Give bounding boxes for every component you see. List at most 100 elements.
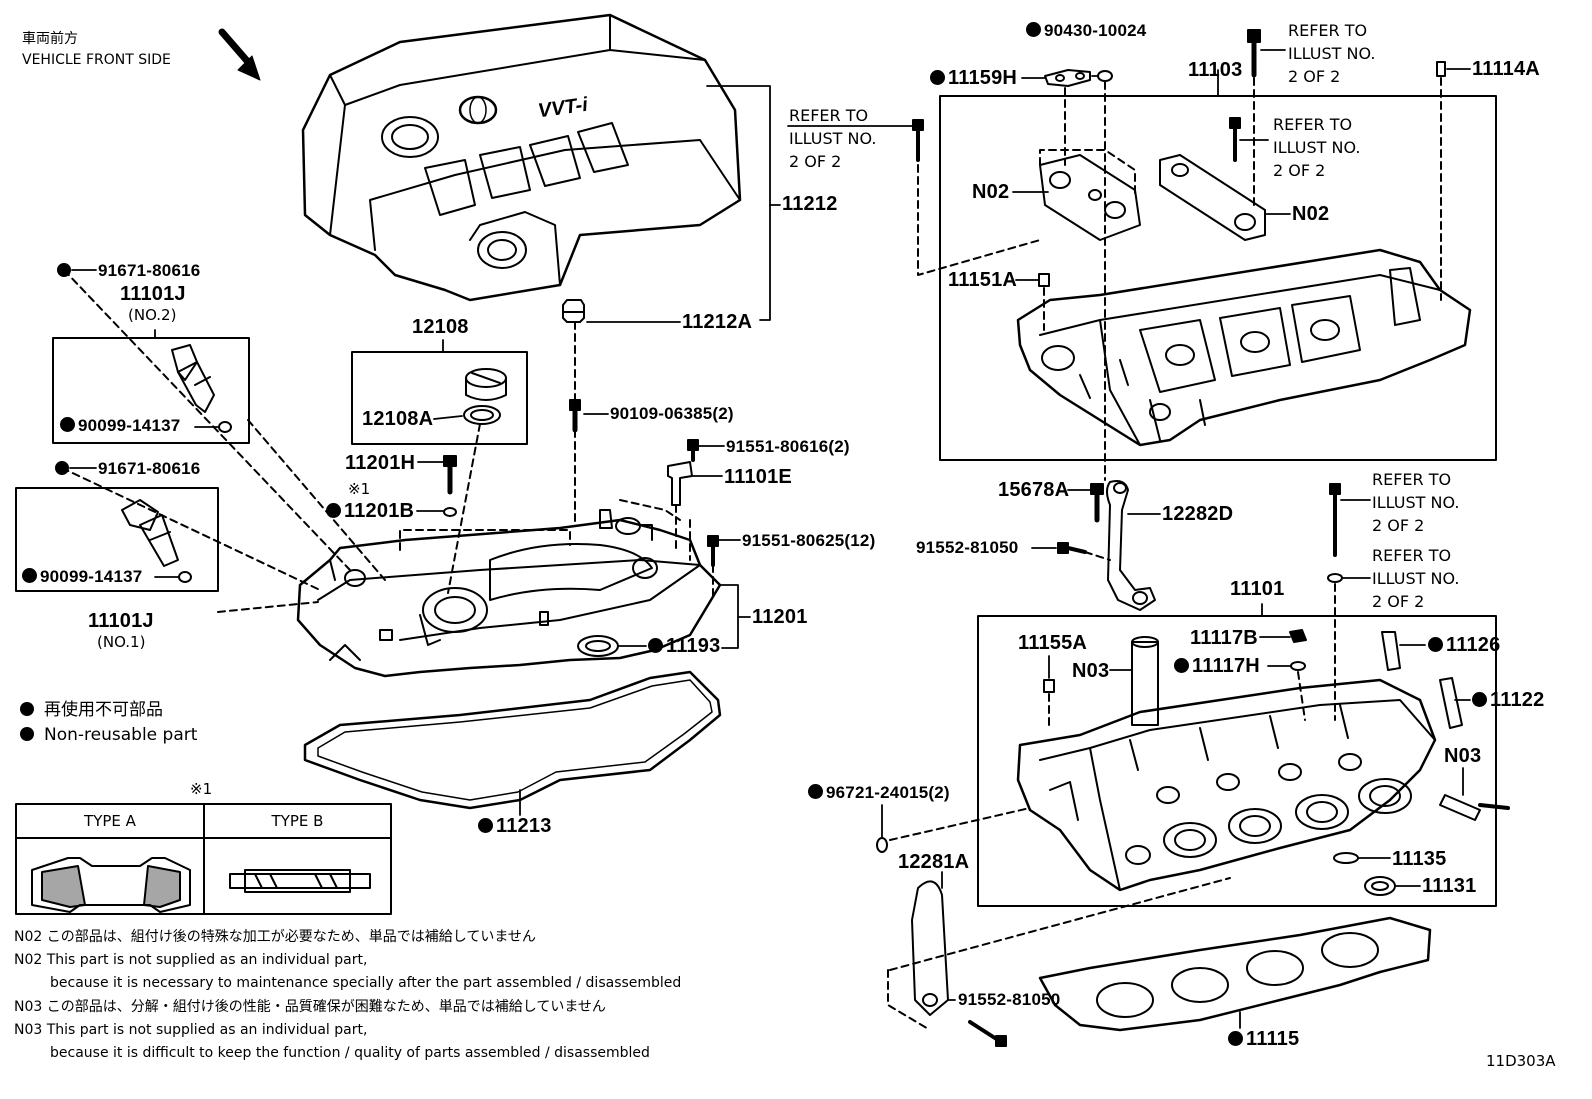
refer-note-3: REFER TO ILLUST NO. 2 OF 2: [1273, 115, 1361, 180]
gasket-11135: [1333, 852, 1359, 864]
label-11212: 11212: [782, 193, 838, 215]
type-a-header: TYPE A: [84, 812, 136, 830]
label-91671-80616-a: 91671-80616: [98, 261, 201, 280]
bolt-91552-b: [968, 1020, 1007, 1047]
bolt-refer-mid: [1229, 117, 1241, 162]
head-gasket-11115: [1038, 916, 1432, 1032]
label-91551-80625: 91551-80625(12): [742, 531, 876, 550]
plug-96721: [876, 837, 888, 853]
label-91551-80616: 91551-80616(2): [726, 437, 850, 456]
bolt-11201h: [443, 455, 457, 495]
front-side-label-en: VEHICLE FRONT SIDE: [22, 52, 171, 68]
label-91671-80616-b: 91671-80616: [98, 459, 201, 478]
label-11193: 11193: [648, 635, 720, 657]
bearing-cap-n02-a: [1039, 154, 1141, 241]
label-12108: 12108: [412, 316, 469, 338]
label-no1: (NO.1): [97, 633, 146, 651]
label-12282d: 12282D: [1162, 503, 1234, 525]
bolt-91551-80625: [707, 535, 719, 567]
bolt-15678a: [1090, 483, 1104, 523]
oil-filler-cap: [463, 368, 507, 425]
label-11114a: 11114A: [1472, 58, 1540, 80]
guide-11122: [1439, 677, 1463, 729]
refer-note-2: REFER TO ILLUST NO. 2 OF 2: [1288, 21, 1376, 86]
pin-11155a: [1043, 679, 1055, 693]
cam-sensor-11101e: [667, 439, 699, 506]
gasket-11117h: [1290, 661, 1306, 671]
label-mark1: ※1: [348, 480, 371, 498]
label-11135: 11135: [1392, 848, 1447, 870]
seal-11201b: [443, 507, 457, 517]
label-90099-14137-a: 90099-14137: [60, 416, 180, 436]
ring-90430: [1097, 70, 1113, 82]
label-11103: 11103: [1188, 59, 1243, 81]
gasket-11213: [303, 670, 722, 810]
box-11101: [977, 615, 1497, 907]
legend-jp: 再使用不可部品: [20, 699, 163, 721]
box-11101j-no2: [52, 337, 250, 444]
washer-refer: [1327, 573, 1343, 583]
label-11115: 11115: [1228, 1028, 1299, 1050]
label-90430-10024: 90430-10024: [1026, 21, 1146, 41]
grommet-11212a: [562, 299, 585, 323]
label-11117h: 11117H: [1174, 655, 1260, 677]
note-n03-jp: N03 この部品は、分解・組付け後の性能・品質確保が困難なため、単品では補給して…: [14, 999, 606, 1015]
cylinder-head-cover: [296, 509, 722, 678]
sleeve-n03-b: [1439, 794, 1510, 821]
label-11201b: 11201B: [326, 500, 414, 522]
bolt-91552-a: [1057, 542, 1087, 554]
label-11126: 11126: [1428, 634, 1500, 656]
bolt-11103: [1247, 29, 1261, 78]
illustration-code: 11D303A: [1486, 1052, 1556, 1070]
label-11101: 11101: [1230, 578, 1285, 600]
bolt-refer-left: [912, 119, 924, 162]
label-11151a: 11151A: [948, 269, 1018, 291]
legend-en: Non-reusable part: [20, 724, 197, 746]
gasket-11193: [577, 635, 619, 657]
legend-bullet-icon: [20, 702, 34, 716]
label-11159h: 11159H: [930, 67, 1017, 89]
label-91552-81050-a: 91552-81050: [916, 538, 1019, 557]
plug-11117b: [1289, 629, 1307, 643]
label-11201: 11201: [752, 606, 808, 628]
box-12108: [351, 351, 528, 445]
note-n02-jp: N02 この部品は、組付け後の特殊な加工が必要なため、単品では補給していません: [14, 929, 536, 945]
label-n02-a: N02: [972, 181, 1010, 203]
label-15678a: 15678A: [998, 479, 1070, 501]
refer-note-1: REFER TO ILLUST NO. 2 OF 2: [789, 106, 877, 171]
label-n02-b: N02: [1292, 203, 1330, 225]
note-n03-en-1: N03 This part is not supplied as an indi…: [14, 1022, 368, 1038]
label-n03-a: N03: [1072, 660, 1110, 682]
engine-cover: [301, 13, 742, 302]
sleeve-n03-a: [1131, 636, 1159, 726]
bracket-12282d: [1106, 480, 1156, 611]
label-90109-06385: 90109-06385(2): [610, 404, 734, 423]
gasket-11159h: [1044, 69, 1091, 87]
label-11101j-no2: 11101J: [120, 283, 186, 305]
bearing-cap-n02-b: [1159, 154, 1266, 241]
label-11201h: 11201H: [345, 452, 416, 474]
box-11101j-no1: [15, 487, 219, 592]
cylinder-head: [1016, 678, 1437, 892]
seal-11131: [1364, 876, 1396, 896]
camshaft-housing: [1016, 248, 1472, 447]
type-a-seal-section: [31, 857, 191, 913]
label-11101j-no1: 11101J: [88, 610, 154, 632]
oil-control-valve-no1: [55, 461, 192, 583]
label-91552-81050-b: 91552-81050: [958, 990, 1061, 1009]
type-b-seal-section: [229, 869, 371, 893]
engine-hanger-12281a: [911, 880, 949, 1016]
label-90099-14137-b: 90099-14137: [22, 567, 142, 587]
label-11131: 11131: [1422, 875, 1477, 897]
front-arrow-icon: [218, 28, 261, 81]
pin-11151a: [1038, 273, 1050, 287]
label-96721-24015: 96721-24015(2): [808, 783, 950, 803]
type-b-header: TYPE B: [271, 812, 324, 830]
label-no2: (NO.2): [128, 306, 177, 324]
label-11155a: 11155A: [1018, 632, 1088, 654]
label-11212a: 11212A: [682, 311, 753, 333]
refer-note-5: REFER TO ILLUST NO. 2 OF 2: [1372, 546, 1460, 611]
bolt-refer-right-1: [1329, 483, 1341, 557]
